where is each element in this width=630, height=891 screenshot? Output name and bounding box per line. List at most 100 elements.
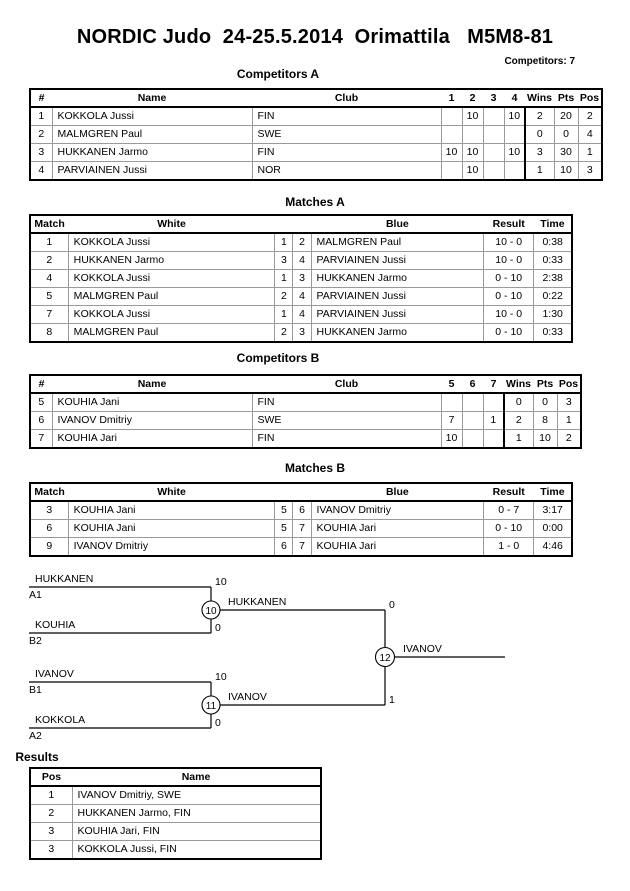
results-table: Pos Name 1 IVANOV Dmitriy, SWE 2 HUKKANE… — [29, 767, 322, 860]
cell-pos: 2 — [556, 429, 582, 449]
cell-m3 — [482, 143, 505, 162]
section-heading-results: Results — [15, 750, 59, 764]
cell-white: KOKKOLA Jussi — [67, 232, 276, 252]
cell-white: KOKKOLA Jussi — [67, 305, 276, 324]
cell-result: 10 - 0 — [483, 232, 535, 252]
col-time: Time — [533, 215, 572, 234]
matches-b-table: Match White Blue Result Time 3 KOUHIA Ja… — [29, 482, 573, 557]
cell-result: 10 - 0 — [483, 305, 535, 324]
bracket-final-top-score: 0 — [389, 599, 395, 611]
bracket-final-match-number: 12 — [379, 653, 391, 664]
bracket-sf1-bottom-name: KOUHIA — [35, 619, 75, 631]
cell-m2: 10 — [461, 106, 484, 126]
col-seed-blue — [292, 215, 312, 234]
col-m2: 2 — [462, 89, 483, 108]
cell-pos: 3 — [29, 840, 73, 860]
cell-white-seed: 1 — [274, 232, 294, 252]
cell-wins: 2 — [503, 411, 534, 430]
cell-m4 — [503, 125, 526, 144]
col-pos: Pos — [557, 375, 581, 394]
table-header-row: # Name Club 1 2 3 4 Wins Pts Pos — [30, 89, 602, 108]
bracket-sf1-top-name: HUKKANEN — [35, 573, 93, 585]
table-row: 2 MALMGREN Paul SWE 0 0 4 — [29, 125, 603, 144]
cell-time: 0:33 — [533, 251, 573, 270]
table-header-row: Match White Blue Result Time — [30, 483, 572, 502]
cell-time: 0:33 — [533, 323, 573, 343]
cell-white-seed: 6 — [274, 537, 294, 557]
col-club: Club — [252, 89, 441, 108]
cell-white-seed: 5 — [274, 500, 294, 520]
col-seed-white — [274, 215, 293, 234]
cell-white: KOUHIA Jani — [67, 500, 276, 520]
cell-m4: 10 — [503, 106, 526, 126]
cell-name: KOKKOLA Jussi, FIN — [71, 840, 322, 860]
cell-pos: 4 — [577, 125, 603, 144]
table-row: 2 HUKKANEN Jarmo 3 4 PARVIAINEN Jussi 10… — [29, 251, 573, 270]
col-blue: Blue — [311, 483, 484, 502]
cell-m5: 10 — [440, 429, 463, 449]
cell-pos: 1 — [556, 411, 582, 430]
cell-m1: 10 — [440, 143, 463, 162]
cell-pos: 1 — [29, 785, 73, 805]
cell-m4: 10 — [503, 143, 526, 162]
cell-match: 7 — [29, 305, 69, 324]
col-match: Match — [30, 215, 69, 234]
cell-time: 0:38 — [533, 232, 573, 252]
cell-pts: 8 — [532, 411, 558, 430]
competitors-b-table: # Name Club 5 6 7 Wins Pts Pos 5 KOUHIA … — [29, 374, 582, 449]
cell-m4 — [503, 161, 526, 181]
cell-m2: 10 — [461, 161, 484, 181]
table-row: 3 KOKKOLA Jussi, FIN — [29, 840, 322, 860]
bracket-sf2-top-score: 10 — [215, 671, 227, 683]
knockout-bracket: HUKKANEN A1 10 KOUHIA B2 0 10 HUKKANEN 0… — [0, 560, 630, 760]
bracket-final-match-node — [374, 646, 396, 668]
cell-match: 5 — [29, 287, 69, 306]
section-heading-matches-a: Matches A — [285, 195, 345, 209]
cell-white-seed: 2 — [274, 323, 294, 343]
cell-blue: IVANOV Dmitriy — [310, 500, 485, 520]
table-row: 1 IVANOV Dmitriy, SWE — [29, 785, 322, 805]
cell-pts: 0 — [532, 392, 558, 412]
cell-m2: 10 — [461, 143, 484, 162]
col-m1: 1 — [441, 89, 462, 108]
cell-white: HUKKANEN Jarmo — [67, 251, 276, 270]
section-heading-competitors-b: Competitors B — [236, 351, 320, 365]
cell-m3 — [482, 106, 505, 126]
cell-blue-seed: 6 — [292, 500, 312, 520]
cell-time: 4:46 — [533, 537, 573, 557]
cell-wins: 0 — [524, 125, 555, 144]
cell-result: 0 - 10 — [483, 287, 535, 306]
table-header-row: # Name Club 5 6 7 Wins Pts Pos — [30, 375, 581, 394]
cell-time: 2:38 — [533, 269, 573, 288]
cell-name: KOUHIA Jari, FIN — [71, 822, 322, 841]
cell-white-seed: 5 — [274, 519, 294, 538]
cell-m7 — [482, 392, 505, 412]
cell-m1 — [440, 125, 463, 144]
cell-blue-seed: 4 — [292, 251, 312, 270]
bracket-final-winner: IVANOV — [403, 643, 442, 655]
cell-blue: KOUHIA Jari — [310, 537, 485, 557]
bracket-sf1-bottom-score: 0 — [215, 622, 221, 634]
cell-m5 — [440, 392, 463, 412]
cell-num: 3 — [29, 143, 53, 162]
table-row: 7 KOKKOLA Jussi 1 4 PARVIAINEN Jussi 10 … — [29, 305, 573, 324]
cell-m1 — [440, 161, 463, 181]
cell-pts: 10 — [532, 429, 558, 449]
table-row: 1 KOKKOLA Jussi FIN 10 10 2 20 2 — [29, 106, 603, 126]
cell-white: MALMGREN Paul — [67, 323, 276, 343]
table-row: 5 MALMGREN Paul 2 4 PARVIAINEN Jussi 0 -… — [29, 287, 573, 306]
cell-name: HUKKANEN Jarmo — [51, 143, 253, 162]
cell-blue: MALMGREN Paul — [310, 232, 485, 252]
cell-m3 — [482, 161, 505, 181]
cell-white: IVANOV Dmitriy — [67, 537, 276, 557]
bracket-sf2-bottom-name: KOKKOLA — [35, 714, 85, 726]
cell-wins: 0 — [503, 392, 534, 412]
section-heading-matches-b: Matches B — [284, 461, 346, 475]
col-m6: 6 — [462, 375, 483, 394]
col-white: White — [68, 215, 275, 234]
cell-blue: HUKKANEN Jarmo — [310, 323, 485, 343]
cell-time: 0:22 — [533, 287, 573, 306]
col-pos: Pos — [578, 89, 602, 108]
col-m4: 4 — [504, 89, 525, 108]
cell-name: KOUHIA Jari — [51, 429, 253, 449]
